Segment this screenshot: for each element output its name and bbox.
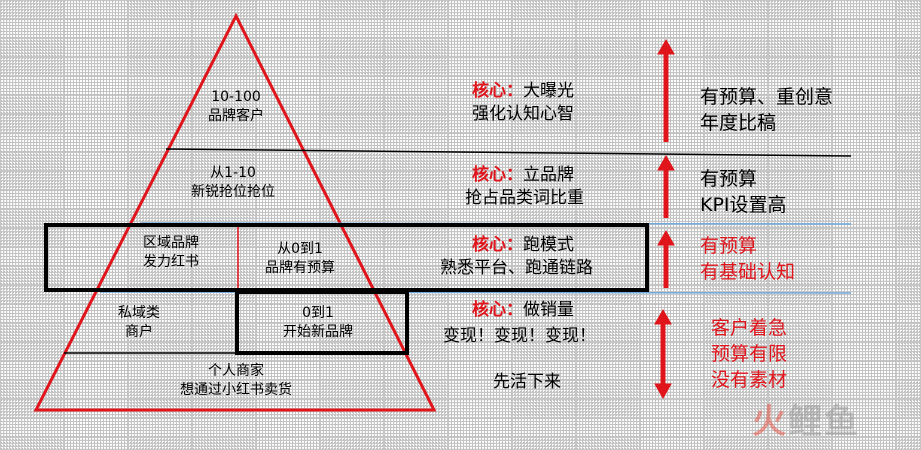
arrow-bidirectional: [654, 308, 672, 400]
divider-line-3: [99, 291, 852, 294]
condition-row-3: 有预算 有基础认知: [700, 233, 795, 285]
apex-label: 10-100 品牌客户: [208, 88, 264, 126]
tier2-label: 从1-10 新锐抢位抢位: [191, 164, 275, 202]
core-bottom-note: 先活下来: [493, 372, 561, 392]
base-line2: 想通过小红书卖货: [180, 382, 292, 398]
core-title-4: 做销量: [523, 300, 574, 320]
tier3-left-line2: 发力红书: [143, 254, 199, 270]
condition-3-line2: 有基础认知: [700, 261, 796, 283]
core-title-1: 大曝光: [523, 81, 574, 101]
condition-row-2: 有预算 KPI设置高: [700, 166, 787, 218]
condition-4-line1: 客户着急: [710, 317, 788, 339]
divider-line-1: [165, 148, 852, 157]
condition-row-1: 有预算、重创意 年度比稿: [700, 84, 833, 136]
base-label: 个人商家 想通过小红书卖货: [180, 362, 292, 400]
arrow-up-3: [657, 229, 675, 288]
tier3-right-line2: 品牌有预算: [265, 260, 335, 276]
core-row-3: 核心：跑模式 熟悉平台、跑通链路: [440, 234, 593, 280]
condition-4-line2: 预算有限: [710, 343, 788, 365]
core-label-4: 核心：: [472, 300, 523, 320]
tier2-line2: 新锐抢位抢位: [191, 184, 275, 200]
tier4-left-line1: 私域类: [118, 305, 160, 321]
condition-4-line3: 没有素材: [710, 369, 788, 391]
tier4-right-label: 0到1 开始新品牌: [283, 304, 353, 342]
tier4-left-label: 私域类 商户: [118, 304, 160, 342]
core-row-4: 核心：做销量 变现！变现！变现！: [443, 299, 596, 348]
core-label-3: 核心：: [472, 235, 523, 255]
watermark-part2: 鲤鱼: [788, 402, 860, 442]
core-desc-2: 抢占品类词比重: [465, 188, 584, 208]
tier4-right-highlight-box: [235, 290, 409, 355]
condition-2-line1: 有预算: [700, 168, 758, 190]
core-label-1: 核心：: [472, 81, 523, 101]
tier3-left-line1: 区域品牌: [143, 235, 199, 251]
pyramid-outline: [33, 12, 437, 412]
base-line1: 个人商家: [208, 363, 264, 379]
condition-1-line2: 年度比稿: [700, 112, 777, 134]
tier4-right-line2: 开始新品牌: [283, 324, 353, 340]
core-row-2: 核心：立品牌 抢占品类词比重: [465, 164, 584, 210]
condition-row-4: 客户着急 预算有限 没有素材: [711, 315, 787, 393]
apex-line2: 品牌客户: [208, 108, 264, 124]
arrow-up-1: [657, 38, 675, 142]
core-title-2: 立品牌: [523, 165, 574, 185]
core-row-1: 核心：大曝光 强化认知心智: [472, 80, 574, 126]
tier3-right-label: 从0到1 品牌有预算: [265, 240, 335, 278]
tier3-right-line1: 从0到1: [277, 241, 323, 257]
tier4-left-line2: 商户: [125, 324, 153, 340]
watermark-part1: 火: [752, 402, 788, 442]
condition-2-line2: KPI设置高: [700, 194, 787, 216]
tier2-line1: 从1-10: [210, 165, 256, 181]
condition-1-line1: 有预算、重创意: [700, 86, 834, 108]
tier3-left-label: 区域品牌 发力红书: [143, 234, 199, 272]
core-desc-1: 强化认知心智: [472, 104, 574, 124]
apex-line1: 10-100: [211, 89, 261, 105]
core-desc-4: 变现！变现！变现！: [443, 326, 596, 346]
core-desc-3: 熟悉平台、跑通链路: [440, 258, 593, 278]
tier4-right-line1: 0到1: [302, 305, 334, 321]
core-title-3: 跑模式: [523, 235, 574, 255]
arrow-up-2: [657, 154, 675, 218]
core-label-2: 核心：: [472, 165, 523, 185]
condition-3-line1: 有预算: [700, 235, 758, 257]
watermark-logo: 火鲤鱼: [752, 402, 860, 442]
